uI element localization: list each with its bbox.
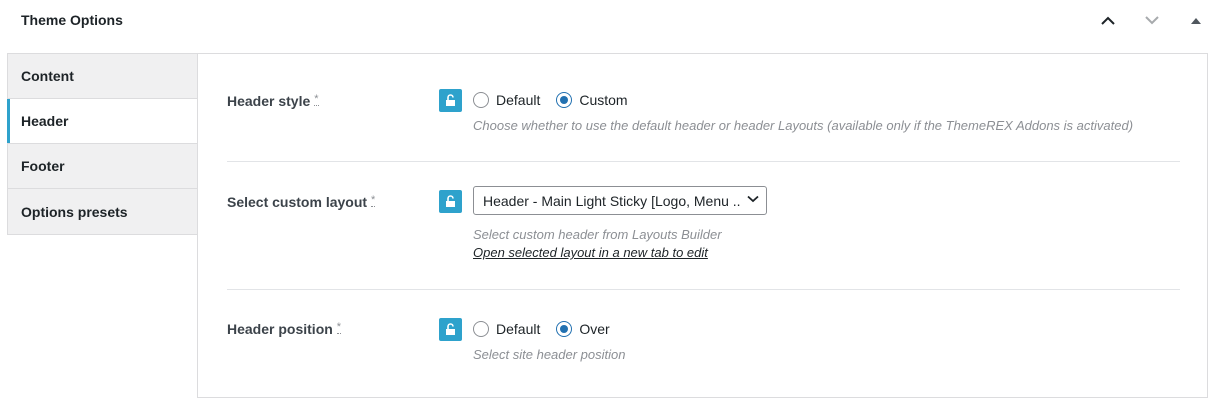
separator <box>227 161 1180 162</box>
options-content: Header style* Default Custom Choose whet… <box>197 53 1208 398</box>
custom-layout-lock-button[interactable] <box>439 190 462 213</box>
label-text: Header style <box>227 93 311 109</box>
required-mark: * <box>371 194 376 207</box>
chevron-up-icon <box>1101 16 1115 25</box>
header-position-over-radio[interactable]: Over <box>556 321 610 337</box>
label-text: Header position <box>227 321 333 337</box>
chevron-down-icon <box>747 195 759 203</box>
radio-label: Custom <box>579 92 628 108</box>
tab-footer[interactable]: Footer <box>8 144 198 189</box>
move-up-button[interactable] <box>1095 8 1121 32</box>
header-style-default-radio[interactable]: Default <box>473 92 540 108</box>
tab-label: Footer <box>21 158 65 174</box>
radio-label: Default <box>496 92 541 108</box>
move-down-button[interactable] <box>1139 8 1165 32</box>
header-position-lock-button[interactable] <box>439 318 462 341</box>
custom-layout-select[interactable]: Header - Main Light Sticky [Logo, Menu .… <box>473 186 767 215</box>
tab-label: Content <box>21 68 74 84</box>
toggle-panel-button[interactable] <box>1183 8 1209 32</box>
triangle-up-icon <box>1191 17 1201 24</box>
unlock-icon <box>446 195 455 207</box>
panel-title: Theme Options <box>21 12 123 28</box>
chevron-down-icon <box>1145 15 1159 24</box>
radio-dot <box>473 321 489 337</box>
header-style-label: Header style* <box>227 93 319 109</box>
tab-label: Header <box>21 113 69 129</box>
radio-dot <box>556 92 573 108</box>
panel-header: Theme Options <box>0 0 1216 42</box>
label-text: Select custom layout <box>227 194 368 210</box>
header-style-lock-button[interactable] <box>439 89 462 112</box>
tab-content[interactable]: Content <box>8 54 198 99</box>
separator <box>227 289 1180 290</box>
header-position-description: Select site header position <box>473 347 626 362</box>
tab-header[interactable]: Header <box>7 99 198 144</box>
header-position-default-radio[interactable]: Default <box>473 321 540 337</box>
required-mark: * <box>336 321 342 334</box>
header-style-radio-group: Default Custom <box>473 92 644 108</box>
tab-label: Options presets <box>21 203 128 220</box>
radio-label: Over <box>579 321 610 337</box>
radio-dot <box>556 321 573 337</box>
unlock-icon <box>446 323 455 335</box>
header-style-description: Choose whether to use the default header… <box>473 118 1134 133</box>
options-tabs: Content Header Footer Options presets <box>7 53 198 235</box>
radio-label: Default <box>496 321 541 337</box>
radio-dot <box>473 92 489 108</box>
select-value: Header - Main Light Sticky [Logo, Menu .… <box>483 192 741 209</box>
required-mark: * <box>314 93 319 106</box>
custom-layout-label: Select custom layout* <box>227 194 376 210</box>
header-position-label: Header position* <box>227 321 342 337</box>
custom-layout-description: Select custom header from Layouts Builde… <box>473 227 722 242</box>
open-layout-link[interactable]: Open selected layout in a new tab to edi… <box>473 245 708 260</box>
tab-options-presets[interactable]: Options presets <box>8 189 198 234</box>
unlock-icon <box>446 94 455 106</box>
header-position-radio-group: Default Over <box>473 321 626 337</box>
header-style-custom-radio[interactable]: Custom <box>556 92 628 108</box>
